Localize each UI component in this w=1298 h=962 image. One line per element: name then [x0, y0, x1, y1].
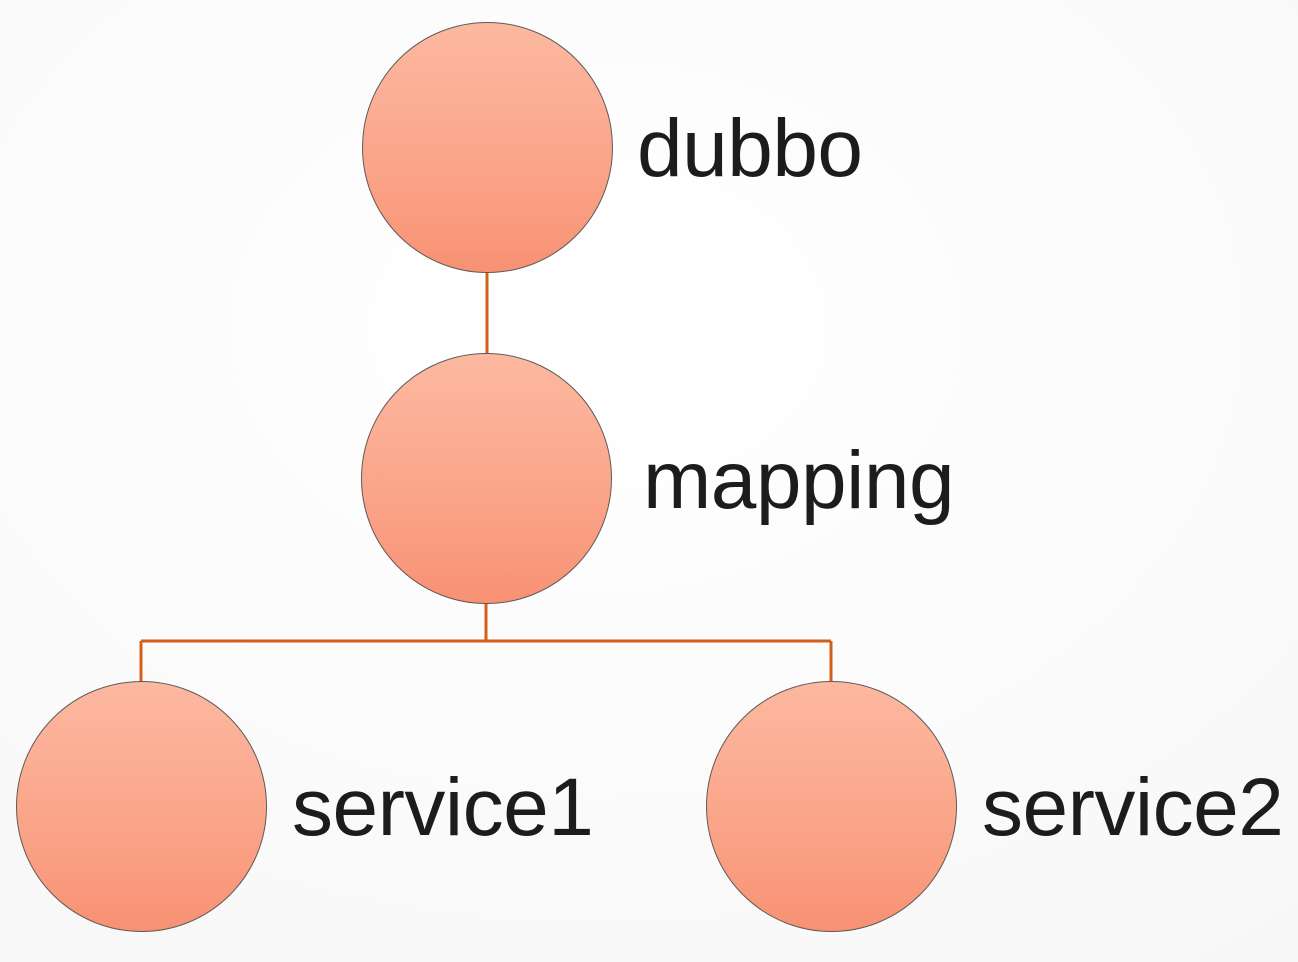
node-service2-label: service2 — [982, 762, 1284, 853]
node-dubbo-label: dubbo — [637, 103, 863, 194]
node-mapping-label: mapping — [643, 435, 955, 526]
node-service1-label: service1 — [292, 762, 594, 853]
node-dubbo-circle[interactable] — [362, 22, 613, 273]
node-service2-circle[interactable] — [706, 681, 957, 932]
node-mapping-circle[interactable] — [361, 353, 612, 604]
node-service1-circle[interactable] — [16, 681, 267, 932]
